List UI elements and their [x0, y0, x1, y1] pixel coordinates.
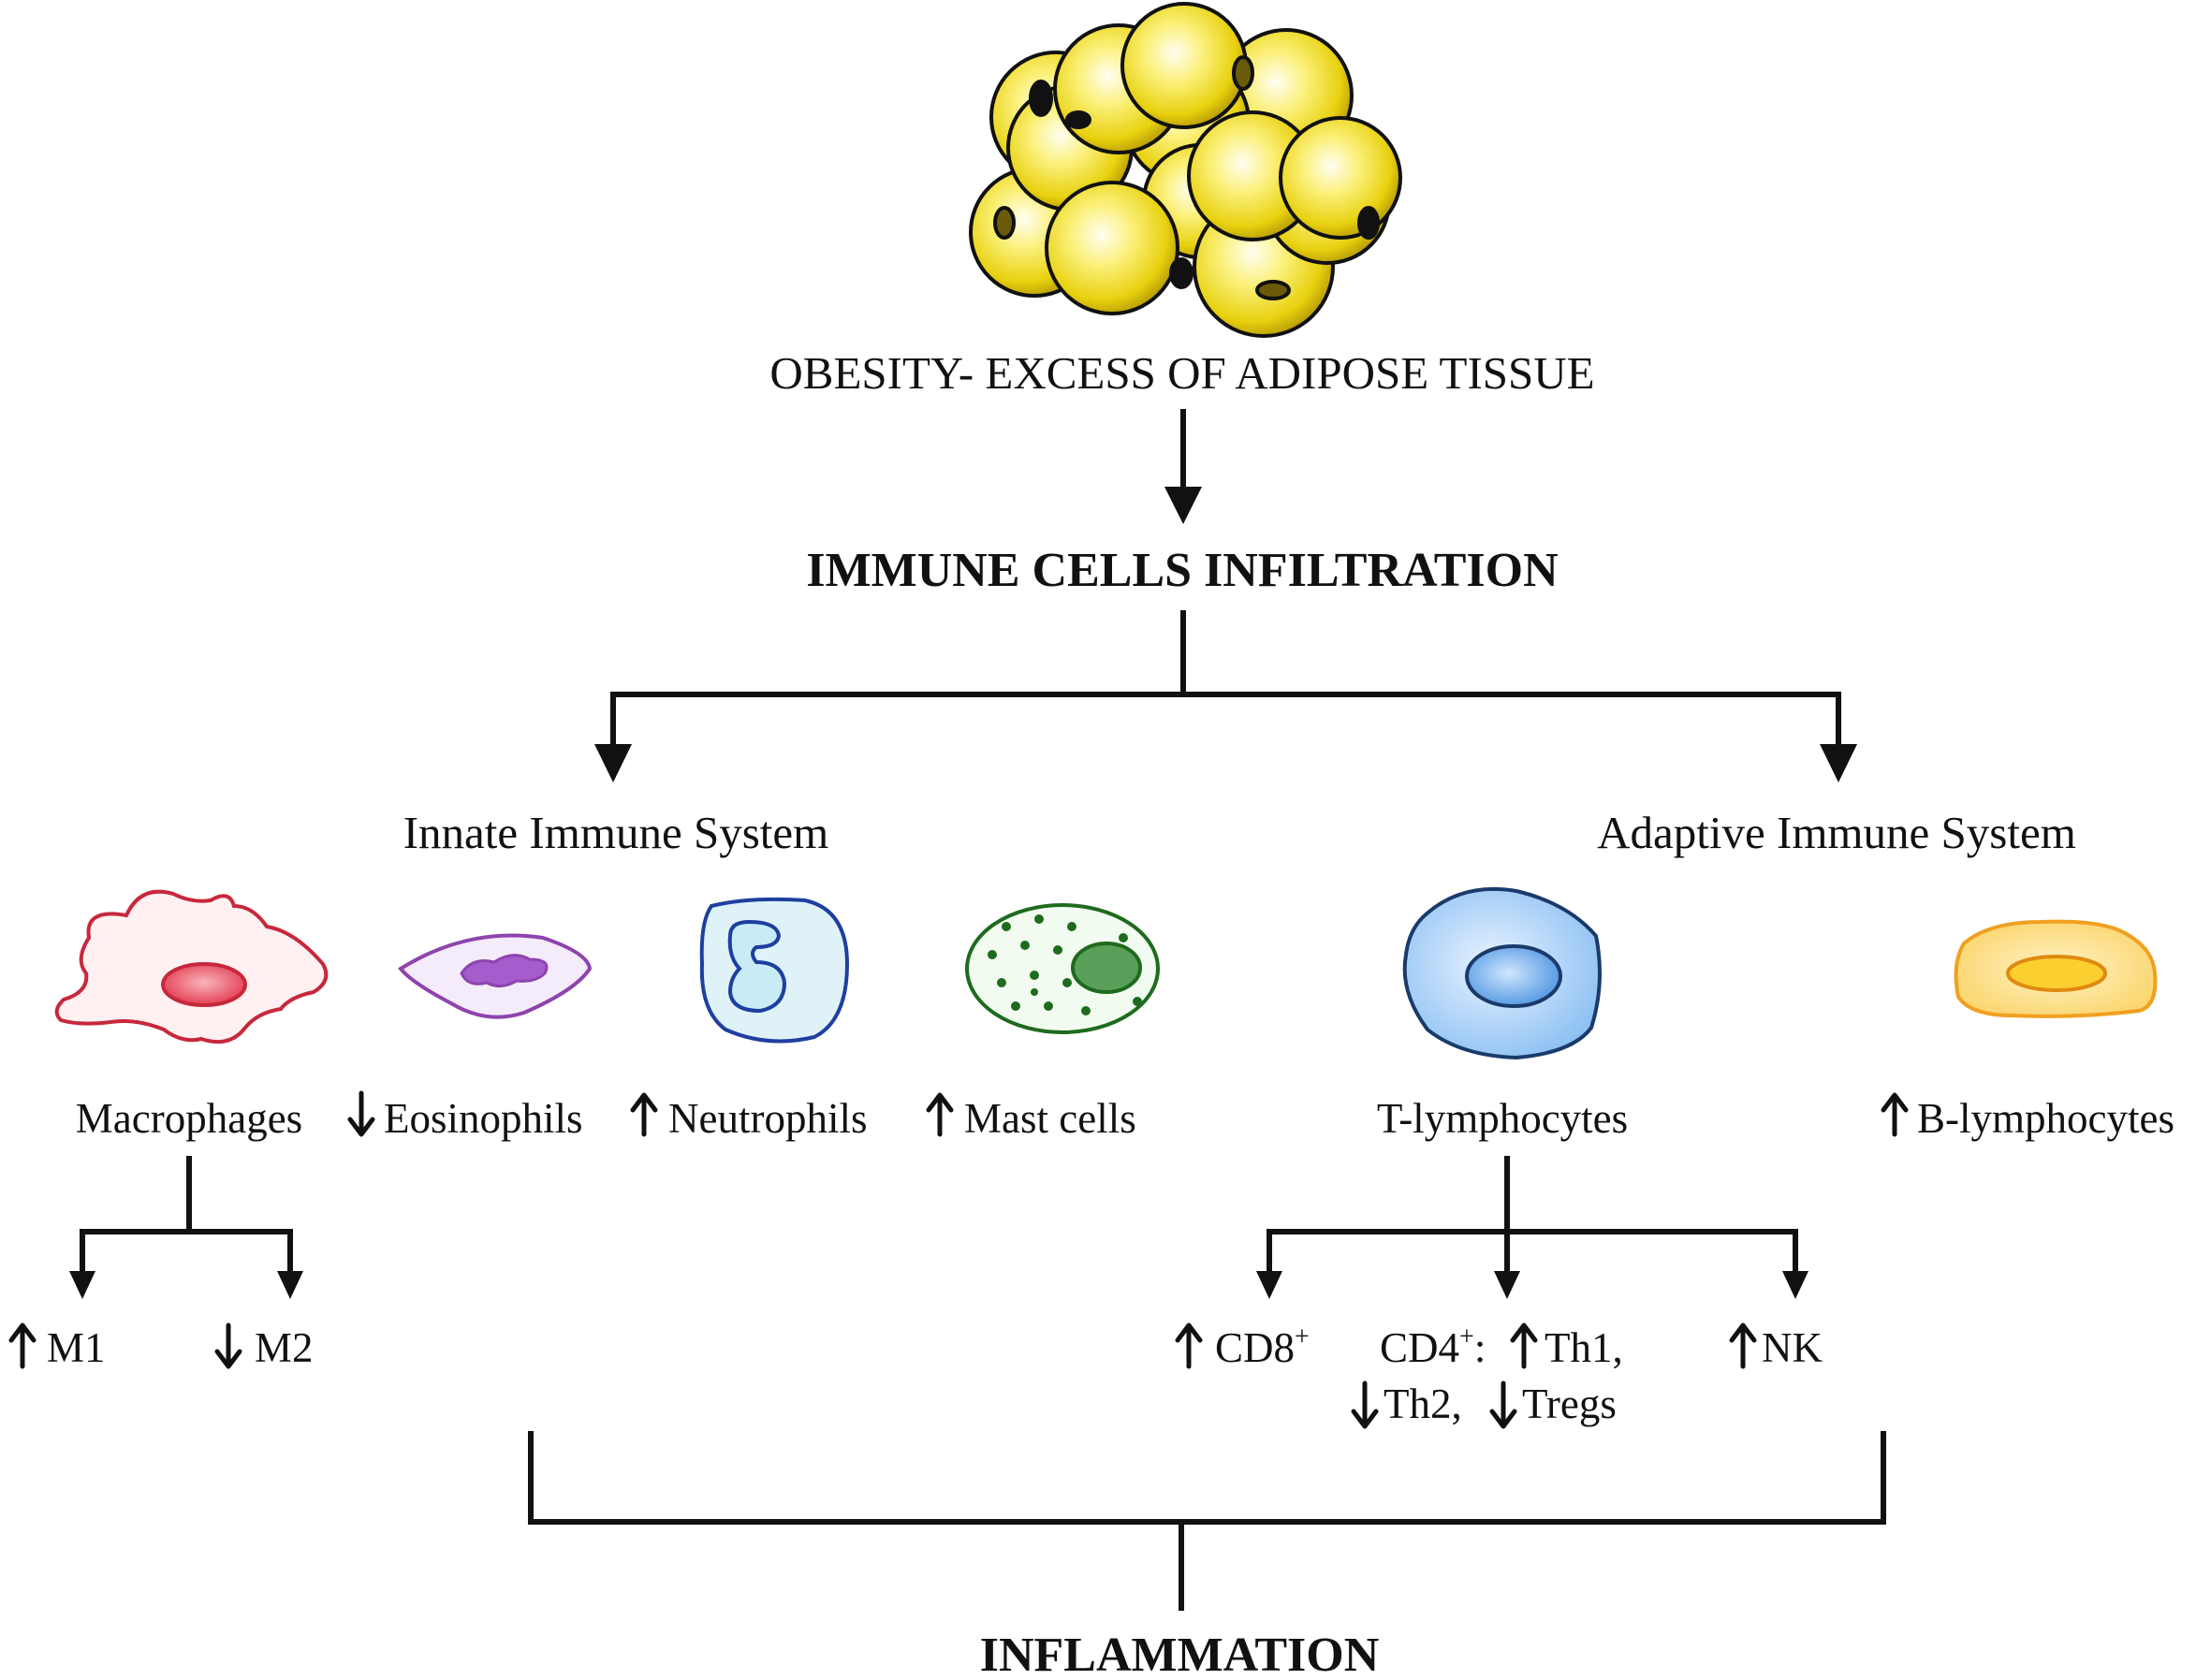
arrow-up-icon — [630, 1092, 658, 1137]
b-lymphocytes-label: B-lymphocytes — [1917, 1095, 2174, 1142]
arrow-down-icon — [594, 744, 632, 782]
arrow-down-icon — [277, 1271, 303, 1299]
b-lymphocyte-cell-illustration — [1954, 919, 2158, 1018]
mast-cells-label: Mast cells — [964, 1095, 1136, 1142]
cd4-label: CD4+: — [1380, 1322, 1486, 1371]
arrow-down-icon — [1351, 1381, 1379, 1429]
arrow-down-icon — [1256, 1271, 1282, 1299]
cd8-label: CD8+ — [1215, 1322, 1310, 1371]
adipose-tissue-illustration — [969, 2, 1402, 338]
innate-system-title: Innate Immune System — [403, 807, 829, 858]
arrow-down-icon — [1489, 1381, 1517, 1429]
arrow-up-icon — [1510, 1322, 1538, 1369]
arrow-up-icon — [8, 1322, 37, 1369]
arrow-up-icon — [1175, 1322, 1203, 1369]
arrow-down-icon — [1164, 487, 1202, 524]
arrow-up-icon — [1881, 1092, 1909, 1137]
neutrophil-cell-illustration — [699, 897, 850, 1044]
arrow-down-icon — [1782, 1271, 1808, 1299]
t-lymphocytes-label: T-lymphocytes — [1377, 1095, 1628, 1142]
adaptive-system-title: Adaptive Immune System — [1597, 807, 2076, 858]
immune-infiltration-label: IMMUNE CELLS INFILTRATION — [806, 544, 1558, 597]
macrophages-label: Macrophages — [76, 1095, 302, 1142]
mast-cell-illustration — [965, 903, 1160, 1034]
eosinophils-label: Eosinophils — [384, 1095, 583, 1142]
macrophage-cell-illustration — [54, 889, 329, 1044]
eosinophil-cell-illustration — [398, 933, 593, 1019]
tregs-label: Tregs — [1522, 1381, 1617, 1427]
t-lymphocyte-cell-illustration — [1402, 886, 1602, 1060]
th2-label: Th2, — [1384, 1381, 1462, 1427]
arrow-down-icon — [69, 1271, 95, 1299]
obesity-label: OBESITY- EXCESS OF ADIPOSE TISSUE — [769, 347, 1594, 399]
m1-label: M1 — [47, 1324, 106, 1371]
inflammation-label: INFLAMMATION — [980, 1629, 1380, 1680]
nk-label: NK — [1762, 1324, 1823, 1371]
th1-label: Th1, — [1545, 1324, 1623, 1371]
arrow-down-icon — [1820, 744, 1857, 782]
arrow-down-icon — [214, 1322, 242, 1369]
arrow-down-icon — [347, 1090, 375, 1137]
m2-label: M2 — [255, 1324, 314, 1371]
arrow-up-icon — [1729, 1322, 1757, 1369]
neutrophils-label: Neutrophils — [668, 1095, 867, 1142]
arrow-up-icon — [926, 1092, 954, 1137]
arrow-down-icon — [1494, 1271, 1520, 1299]
